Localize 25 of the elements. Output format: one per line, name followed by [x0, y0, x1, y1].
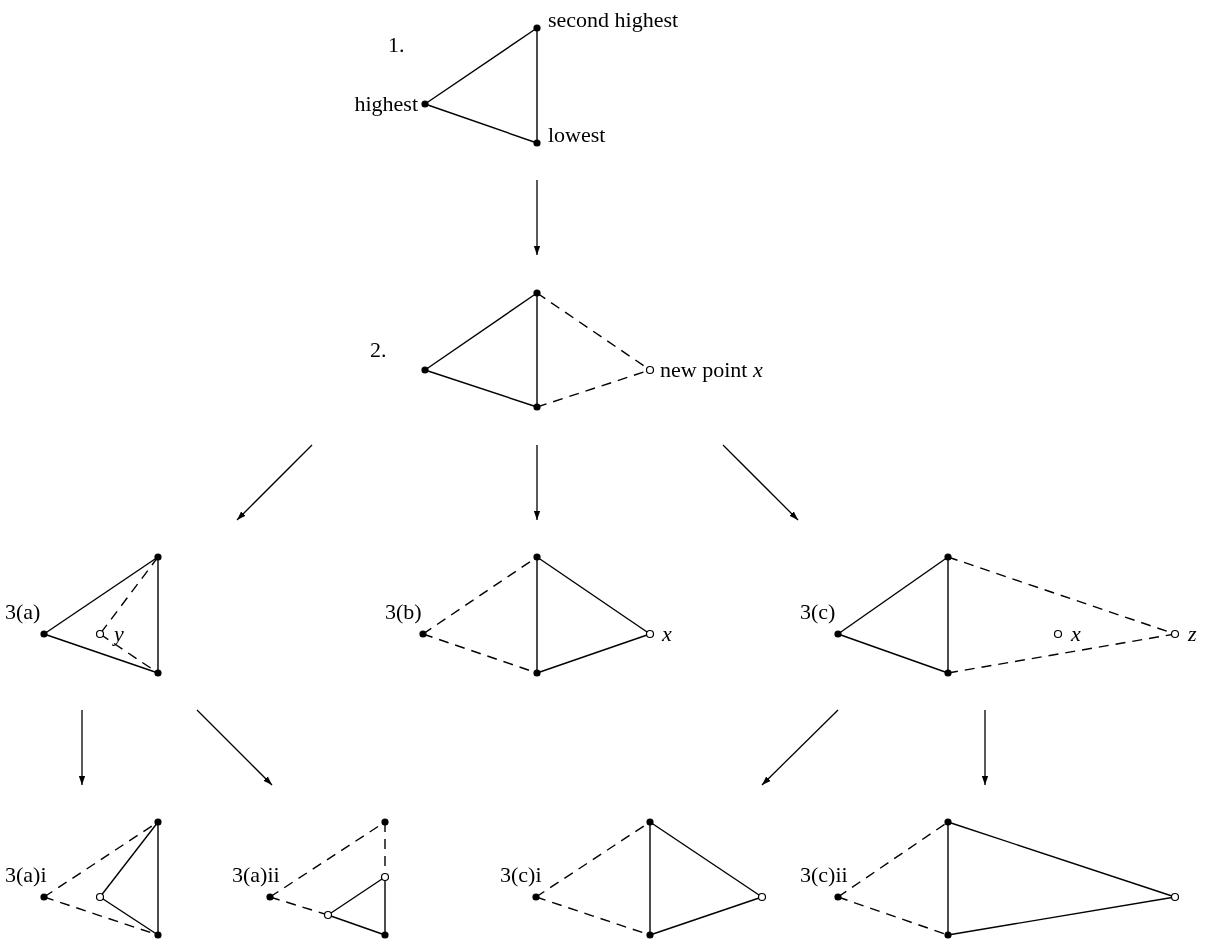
step-label: 3(a)ii [232, 862, 280, 888]
step-label: 3(b) [385, 599, 422, 625]
arrow [236, 444, 313, 521]
arrow [981, 709, 989, 786]
arrow [78, 709, 86, 786]
step-label: 3(a) [5, 599, 41, 625]
step-label: 3(c) [800, 599, 836, 625]
arrow [533, 444, 541, 521]
step-label: 2. [370, 337, 387, 363]
point-label: new point x [660, 357, 763, 383]
point-label: second highest [548, 7, 679, 33]
point-label: highest [354, 91, 418, 117]
point-label: x [662, 621, 672, 647]
point-label: y [114, 621, 124, 647]
step-label: 1. [388, 32, 405, 58]
arrow [533, 179, 541, 256]
arrow [761, 709, 839, 786]
point-label: x [1071, 621, 1081, 647]
point-label: z [1188, 621, 1197, 647]
step-label: 3(a)i [5, 862, 47, 888]
arrow [196, 709, 273, 786]
step-label: 3(c)ii [800, 862, 848, 888]
arrow [722, 444, 799, 521]
point-label: lowest [548, 122, 606, 148]
step-label: 3(c)i [500, 862, 542, 888]
